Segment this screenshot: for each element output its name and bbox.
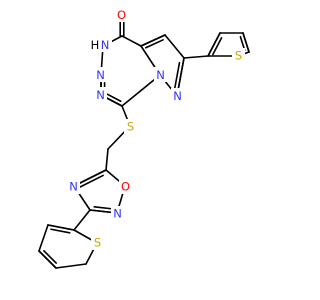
atom-n7: N: [94, 87, 107, 102]
bond-c3-c2: [164, 34, 185, 59]
bond-n7-c7-dbl-inner: [104, 92, 122, 103]
bond-ch2-c5: [105, 148, 109, 171]
bond-b3-b4-dbl: [38, 250, 57, 269]
atom-label-n: N: [113, 207, 122, 221]
bond-c3a-c4: [121, 35, 142, 47]
atom-label-layer: O H N N N N N S S: [67, 7, 245, 250]
atom-s-linker: S: [124, 119, 137, 134]
bond-t3-t4-dbl: [242, 32, 250, 53]
bond-c7-n8: [121, 74, 161, 107]
bond-n4-c5-dbl-inner: [79, 174, 104, 188]
bond-n2-c3-dbl-inner: [93, 206, 115, 210]
bond-t1-t2-dbl: [207, 32, 221, 57]
bond-c3a-c3-dbl-inner: [145, 39, 164, 49]
atom-s-top-thiophene: S: [232, 48, 245, 63]
atom-label-s: S: [127, 120, 134, 134]
atom-s-bottom-thiophene: S: [91, 235, 104, 250]
bond-b3-b4-dbl-inner: [43, 250, 57, 264]
atom-label-n: N: [156, 68, 165, 82]
atom-label-n: N: [69, 180, 78, 194]
atom-label-n: N: [96, 68, 105, 82]
bond-c3-thiophene: [73, 209, 91, 231]
bond-b1-b2-dbl: [47, 224, 75, 231]
atom-nh: H N: [90, 37, 112, 52]
bond-t1-t2-dbl-inner: [212, 37, 223, 56]
atom-oxadiazole-n4: N: [67, 179, 80, 194]
atom-label-o: O: [121, 180, 130, 194]
bond-c2-thiophene: [183, 55, 209, 59]
atom-label-n: N: [101, 38, 110, 52]
bond-c3a-c3-dbl: [140, 34, 166, 47]
atom-n6: N: [94, 67, 107, 82]
atom-label-n: N: [173, 89, 182, 103]
atom-n-bridge: N: [154, 67, 167, 82]
atom-label-s: S: [235, 49, 242, 63]
atom-carbonyl-o: O: [115, 7, 128, 22]
atom-n-pyrazole: N: [171, 88, 184, 103]
bond-b2-b3: [38, 224, 49, 252]
bond-layer: [38, 21, 250, 269]
atom-label-n: N: [96, 88, 105, 102]
atom-oxadiazole-n2: N: [111, 206, 124, 221]
atom-label-o: O: [117, 8, 126, 22]
bond-c2-n1-dbl-inner: [173, 61, 181, 91]
atom-oxadiazole-o: O: [119, 179, 132, 194]
bond-b1-b2-dbl-inner: [50, 228, 71, 234]
bond-b4-b5: [55, 263, 87, 269]
atom-label-s: S: [94, 236, 101, 250]
atom-label-h: H: [91, 38, 100, 52]
molecule-structure: O H N N N N N S S: [38, 7, 250, 269]
